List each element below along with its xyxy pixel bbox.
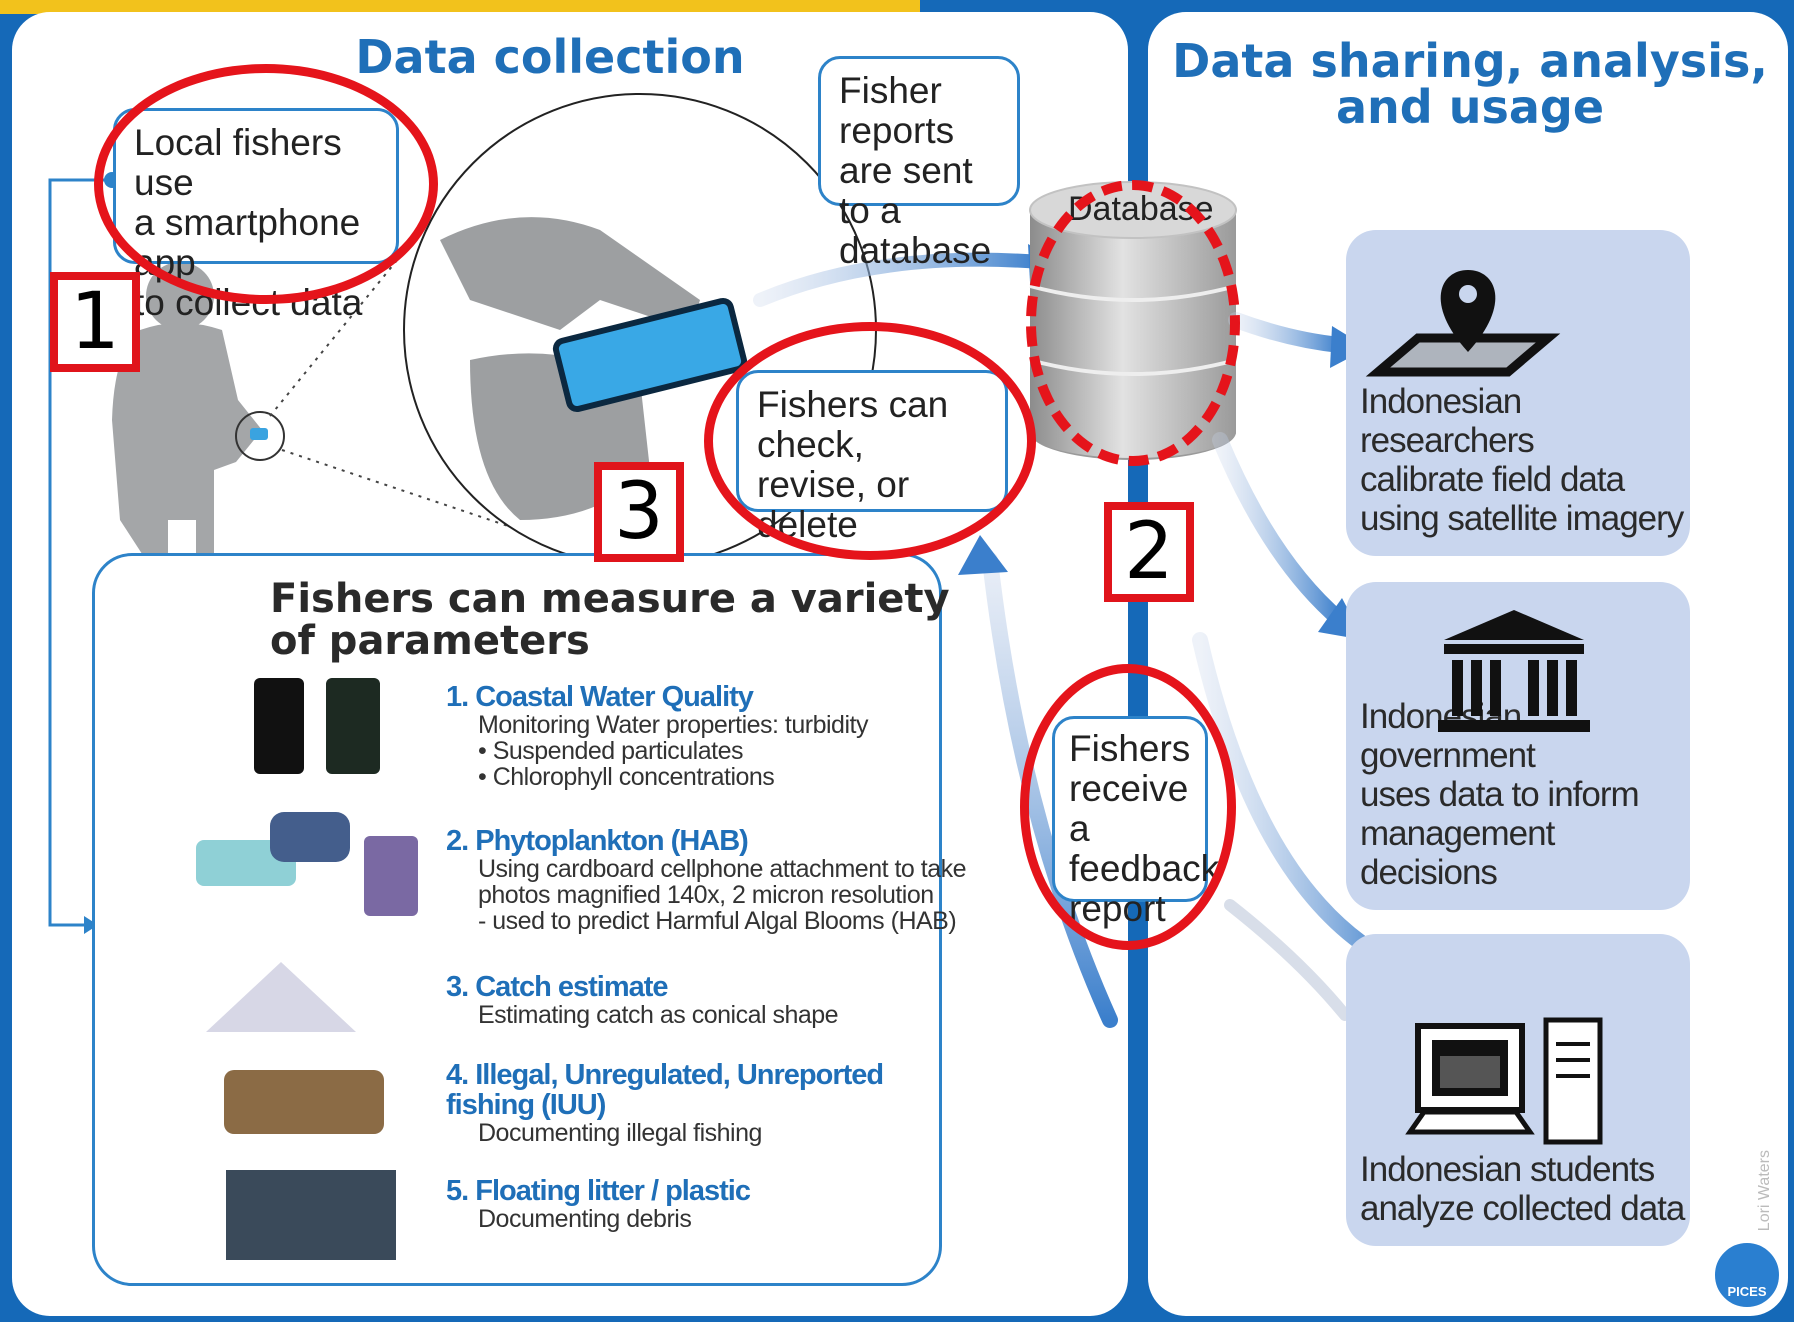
data-collection-title: Data collection [355,30,745,84]
illustrator-credit: Lori Waters [1756,1150,1773,1232]
use-card-students: Indonesian students analyze collected da… [1346,934,1690,1246]
phytoplankton-thumb [270,812,350,862]
use-card-government: Indonesian government uses data to infor… [1346,582,1690,910]
use-card-line: management decisions [1360,814,1555,892]
parameter-title: 1. Coastal Water Quality [446,681,754,713]
step-number-3: 3 [594,462,684,562]
iuu-thumb [224,1070,384,1134]
parameter-item: 5. Floating litter / plastic Documenting… [446,1176,966,1232]
highlight-oval-local-fishers [94,64,438,304]
water-quality-app-thumb [254,678,304,774]
parameter-title: 2. Phytoplankton (HAB) [446,825,749,857]
use-card-researchers: Indonesian researchers calibrate field d… [1346,230,1690,556]
use-card-line: uses data to inform [1360,775,1640,814]
highlight-oval-database [1026,180,1240,466]
parameters-title: Fishers can measure a variety of paramet… [270,576,950,664]
parameter-line: • Suspended particulates [478,737,744,765]
parameter-item: 2. Phytoplankton (HAB) Using cardboard c… [446,826,1006,934]
step-number-2: 2 [1104,502,1194,602]
water-quality-app-thumb [326,678,380,774]
parameter-item: 4. Illegal, Unregulated, Unreported fish… [446,1060,886,1146]
report-arrow [753,252,1047,307]
highlight-oval-feedback [1020,664,1236,950]
use-card-text: Indonesian students analyze collected da… [1360,1150,1685,1228]
parameter-line: Monitoring Water properties: turbidity [478,711,868,739]
pices-logo-text: PICES [1727,1284,1767,1299]
use-card-text: Indonesian researchers calibrate field d… [1360,382,1690,538]
callout-line: Fisher reports [839,70,955,151]
highlight-oval-check-revise [704,322,1036,560]
data-sharing-title: Data sharing, analysis, and usage [1160,38,1780,130]
parameter-title: 3. Catch estimate [446,971,669,1003]
data-sharing-title-line1: Data sharing, analysis, [1172,34,1768,88]
use-card-line: Indonesian researchers [1360,382,1535,460]
phytoplankton-thumb [364,836,418,916]
parameter-item: 3. Catch estimate Estimating catch as co… [446,972,966,1028]
use-card-line: Indonesian government [1360,697,1536,775]
parameter-line: Using cardboard cellphone attachment to … [478,855,967,883]
callout-line: database [839,230,992,271]
parameter-line: Estimating catch as conical shape [478,1001,839,1029]
parameters-box [92,553,942,1286]
parameter-line: • Chlorophyll concentrations [478,763,775,791]
parameter-line: photos magnified 140x, 2 micron resoluti… [478,881,934,909]
litter-thumb [226,1170,396,1260]
parameter-item: 1. Coastal Water Quality Monitoring Wate… [446,682,966,790]
step-number-1: 1 [50,272,140,372]
use-card-line: Indonesian students [1360,1150,1655,1189]
use-card-line: using satellite imagery [1360,499,1684,538]
callout-line: are sent to a [839,150,973,231]
pices-logo: PICES [1712,1240,1782,1310]
callout-reports-sent: Fisher reports are sent to a database [818,56,1020,271]
top-accent-bar [0,0,920,14]
parameter-line: - used to predict Harmful Algal Blooms (… [478,907,957,935]
parameter-title: 4. Illegal, Unregulated, Unreported fish… [446,1059,884,1121]
parameter-title: 5. Floating litter / plastic [446,1175,751,1207]
use-card-text: Indonesian government uses data to infor… [1360,697,1690,892]
parameter-line: Documenting debris [478,1205,692,1233]
use-card-line: analyze collected data [1360,1189,1685,1228]
data-sharing-title-line2: and usage [1335,80,1605,134]
parameter-line: Documenting illegal fishing [478,1119,762,1147]
use-card-line: calibrate field data [1360,460,1625,499]
